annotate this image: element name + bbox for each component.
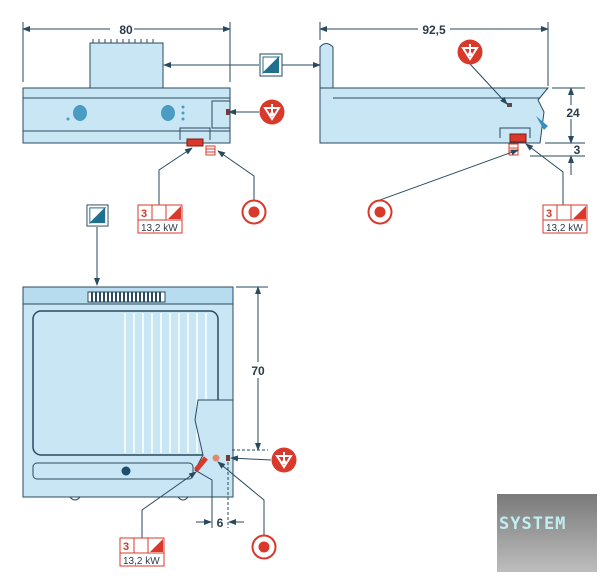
power-label: 3 13,2 kW	[119, 537, 165, 567]
svg-text:3: 3	[141, 208, 147, 220]
svg-text:13,2 kW: 13,2 kW	[546, 223, 583, 234]
electrical-box-icon	[259, 53, 283, 77]
drain-outlet-icon	[241, 199, 267, 225]
dim-front-width: 80	[119, 23, 133, 37]
gas-connection-icon	[259, 99, 285, 125]
top-view: 70 6	[22, 286, 297, 560]
dim-side-depth: 92,5	[422, 23, 446, 37]
drain-outlet-icon	[251, 534, 277, 560]
front-view: 80	[22, 20, 321, 286]
drain-outlet-icon	[367, 199, 393, 225]
svg-text:3: 3	[123, 541, 129, 553]
gas-connection-icon	[271, 447, 297, 473]
power-label: 3 13,2 kW	[542, 204, 588, 234]
svg-text:3: 3	[546, 208, 552, 220]
power-label: 3 13,2 kW	[137, 204, 183, 234]
svg-text:13,2 kW: 13,2 kW	[123, 556, 160, 567]
watermark-logo: SYSTEM	[497, 494, 597, 572]
knob	[73, 105, 87, 121]
svg-text:13,2 kW: 13,2 kW	[141, 223, 178, 234]
side-view: 92,5 24 3	[319, 20, 585, 225]
dim-side-height: 24	[566, 106, 580, 120]
dim-side-foot: 3	[574, 143, 581, 157]
dim-top-offset: 6	[217, 516, 224, 530]
knob	[161, 105, 175, 121]
dim-top-depth: 70	[251, 364, 265, 378]
electrical-box-icon	[86, 204, 109, 227]
logo-text: SYSTEM	[499, 514, 567, 534]
gas-connection-icon	[457, 39, 483, 65]
